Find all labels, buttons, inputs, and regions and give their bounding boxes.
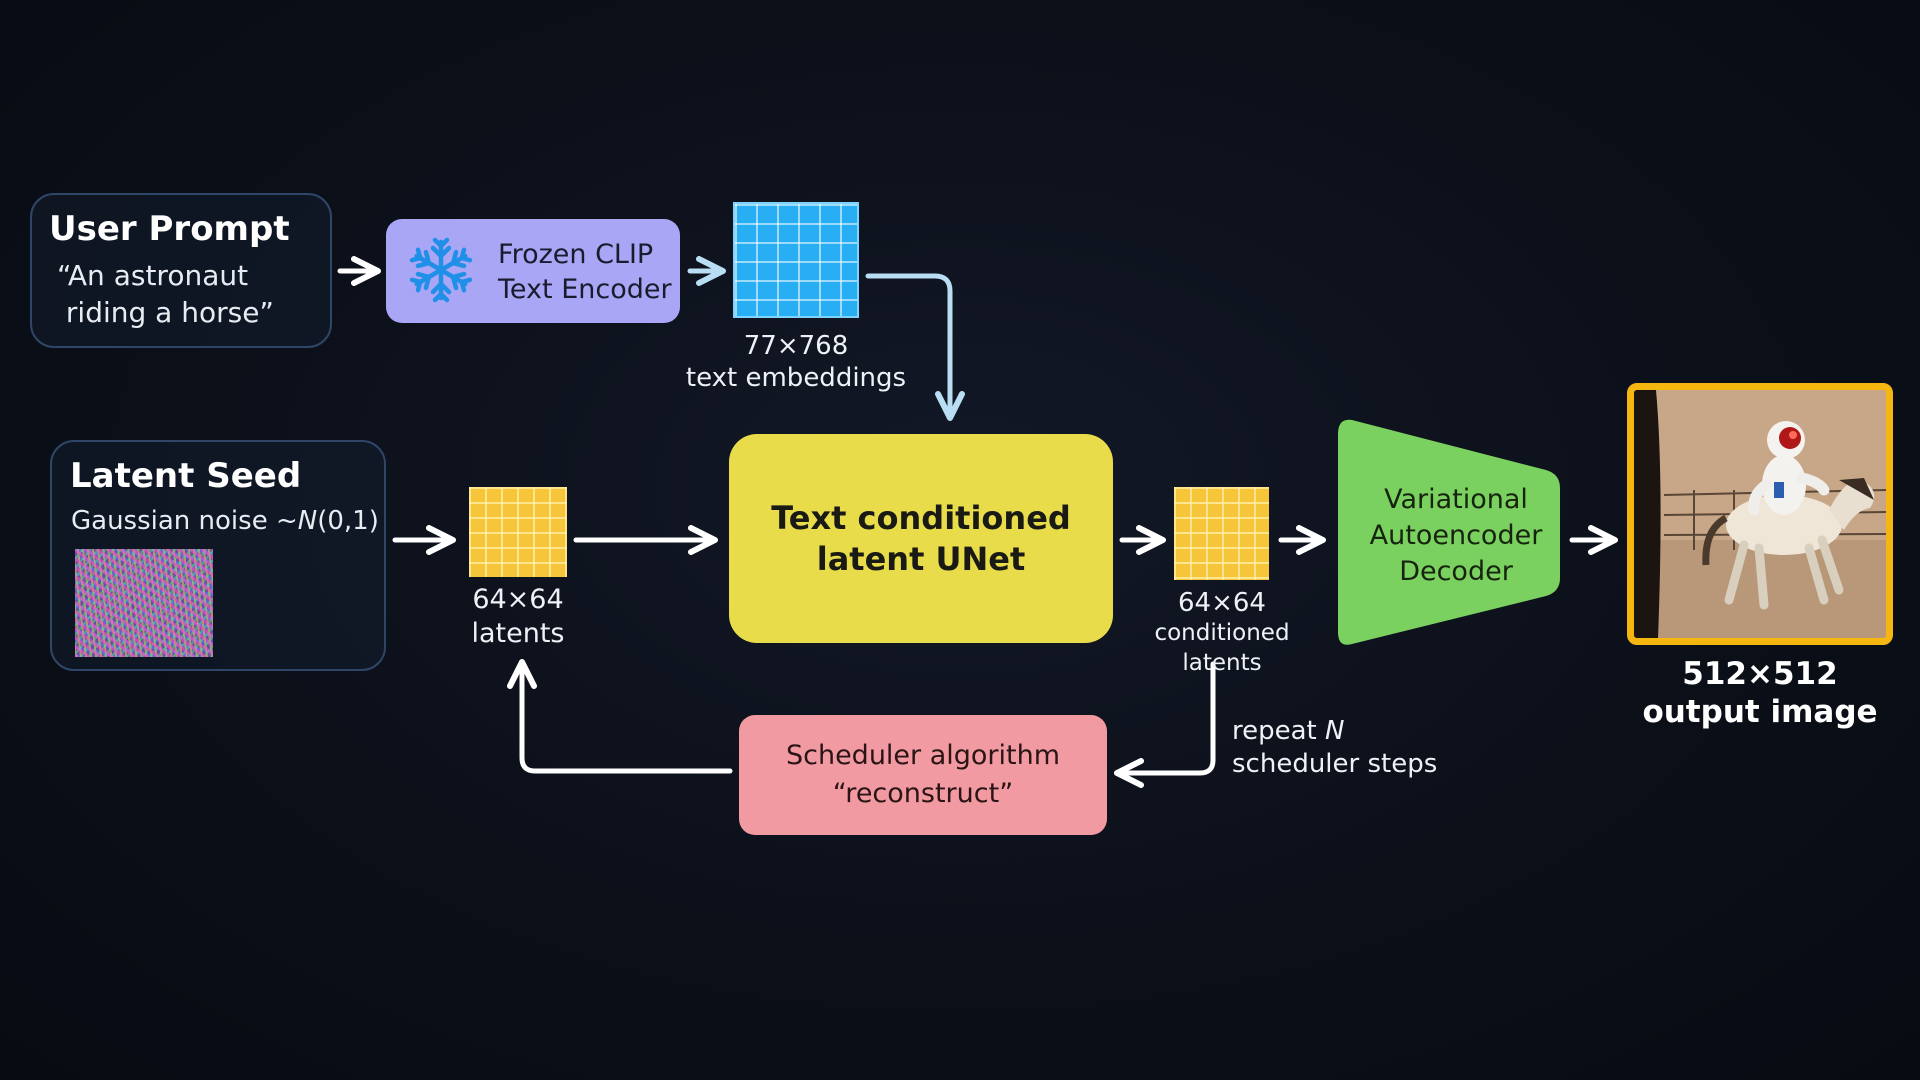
user-prompt-title: User Prompt <box>49 209 290 249</box>
latent-seed-text: Gaussian noise ~N(0,1) <box>71 506 379 536</box>
unet-label: Text conditioned latent UNet <box>771 499 1071 578</box>
snowflake-icon <box>408 237 474 303</box>
arrow-conditioned-to-scheduler <box>1114 661 1216 788</box>
clip-text-encoder-box: Frozen CLIP Text Encoder <box>386 219 680 323</box>
text-embeddings-size: 77×768 <box>743 331 849 361</box>
gaussian-noise-image <box>75 549 213 657</box>
scheduler-label: Scheduler algorithm “reconstruct” <box>785 740 1061 809</box>
text-embeddings-label: 77×768 text embeddings <box>676 330 916 394</box>
conditioned-latents-grid <box>1174 487 1269 580</box>
text-embeddings-grid <box>733 202 859 318</box>
clip-encoder-label: Frozen CLIP Text Encoder <box>498 239 672 305</box>
scheduler-box: Scheduler algorithm “reconstruct” <box>739 715 1107 835</box>
output-image-caption: output image <box>1642 694 1878 730</box>
output-image-size: 512×512 <box>1682 656 1838 692</box>
arrow-embeddings-to-unet <box>865 273 965 421</box>
astronaut-horse-image <box>1634 390 1886 638</box>
conditioned-latents-label: 64×64 conditioned latents <box>1112 588 1332 678</box>
arrow-scheduler-to-latents <box>507 659 733 774</box>
latents-label: 64×64 latents <box>418 583 618 651</box>
user-prompt-text: “An astronaut riding a horse” <box>57 259 274 329</box>
output-image-label: 512×512 output image <box>1610 655 1910 731</box>
conditioned-latents-caption: conditioned latents <box>1154 620 1290 676</box>
conditioned-latents-size: 64×64 <box>1178 588 1266 618</box>
text-embeddings-caption: text embeddings <box>685 363 907 393</box>
vae-decoder-label: Variational Autoencoder Decoder <box>1369 484 1543 587</box>
latent-seed-card: Latent Seed Gaussian noise ~N(0,1) <box>50 440 386 671</box>
user-prompt-card: User Prompt “An astronaut riding a horse… <box>30 193 332 348</box>
vae-decoder-shape <box>1338 419 1560 645</box>
latent-seed-title: Latent Seed <box>70 456 302 496</box>
repeat-steps-label: repeat N scheduler steps <box>1232 716 1438 779</box>
latents-caption: latents <box>471 618 565 649</box>
latents-grid <box>469 487 567 577</box>
output-image-frame <box>1627 383 1893 645</box>
unet-box: Text conditioned latent UNet <box>729 434 1113 643</box>
latents-size: 64×64 <box>472 584 564 615</box>
